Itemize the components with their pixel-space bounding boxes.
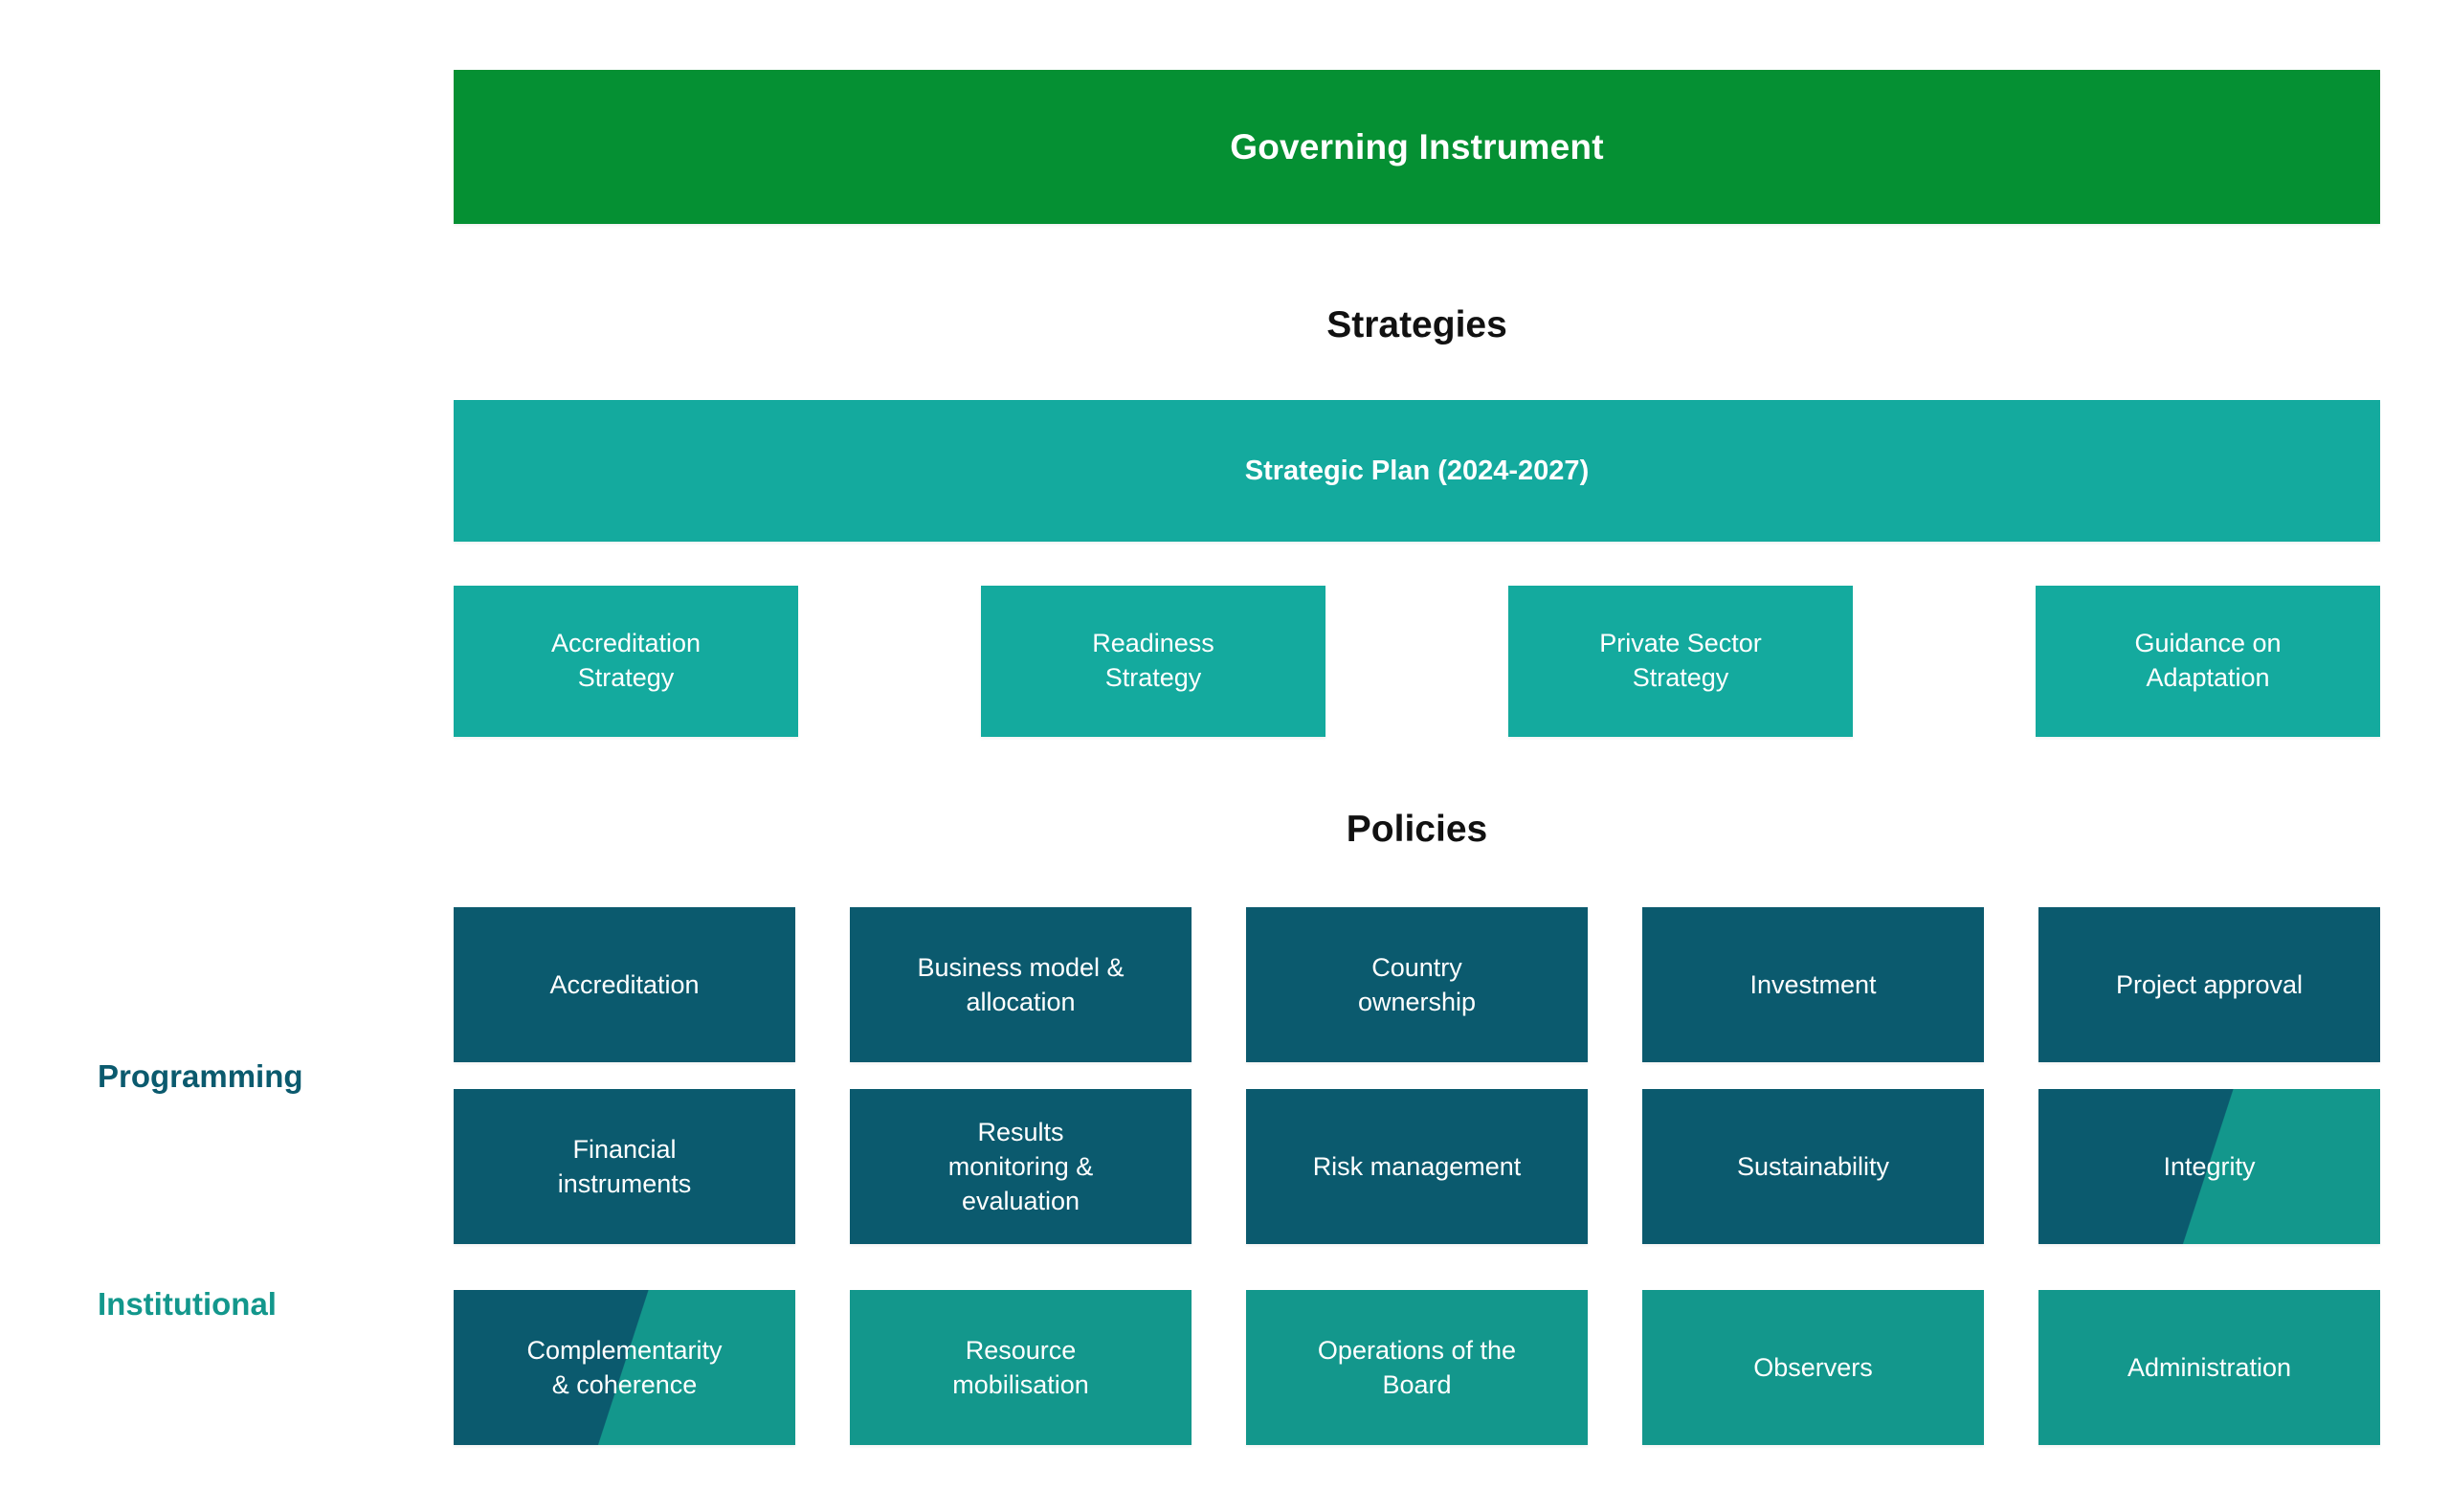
policy-row-programming-1: Accreditation Business model & allocatio…	[454, 907, 2380, 1062]
strategy-box-label: Guidance on Adaptation	[2134, 629, 2282, 692]
policy-box-split: Complementarity & coherence	[454, 1290, 795, 1445]
policy-box-label: Integrity	[2163, 1151, 2256, 1181]
policy-box: Country ownership	[1246, 907, 1588, 1062]
policy-box-label: Financial instruments	[557, 1134, 692, 1198]
policies-section-heading: Policies	[1346, 809, 1488, 850]
policy-box-label: Business model & allocation	[917, 952, 1125, 1016]
policy-box-label: Sustainability	[1736, 1151, 1890, 1181]
policy-box: Sustainability	[1642, 1089, 1984, 1244]
policy-box-split: Integrity	[2038, 1089, 2380, 1244]
strategies-row: Accreditation Strategy Readiness Strateg…	[454, 586, 2380, 737]
governing-instrument-label: Governing Instrument	[1230, 126, 1604, 167]
policy-box: Risk management	[1246, 1089, 1588, 1244]
policy-grid: Accreditation Business model & allocatio…	[454, 907, 2380, 1445]
policy-box-label: Accreditation	[549, 969, 700, 999]
policy-box-label: Results monitoring & evaluation	[947, 1117, 1094, 1216]
policy-box-label: Country ownership	[1357, 952, 1477, 1016]
policy-box: Administration	[2038, 1290, 2380, 1445]
policy-box: Project approval	[2038, 907, 2380, 1062]
strategy-box: Guidance on Adaptation	[2036, 586, 2380, 737]
policy-box: Business model & allocation	[850, 907, 1192, 1062]
policy-box: Observers	[1642, 1290, 1984, 1445]
axis-label-programming: Programming	[98, 1058, 303, 1094]
strategy-box: Readiness Strategy	[981, 586, 1325, 737]
policy-box-label: Observers	[1753, 1352, 1873, 1382]
strategy-box-label: Accreditation Strategy	[550, 629, 702, 692]
policy-box-label: Investment	[1749, 969, 1877, 999]
policy-box: Resource mobilisation	[850, 1290, 1192, 1445]
policy-box: Accreditation	[454, 907, 795, 1062]
strategies-section-heading: Strategies	[1326, 304, 1507, 345]
policy-box-label: Risk management	[1312, 1151, 1522, 1181]
policy-box: Results monitoring & evaluation	[850, 1089, 1192, 1244]
strategy-box-label: Private Sector Strategy	[1599, 629, 1762, 692]
strategic-plan-bar: Strategic Plan (2024-2027)	[454, 400, 2380, 542]
policy-box-label: Administration	[2127, 1352, 2292, 1382]
strategic-plan-label: Strategic Plan (2024-2027)	[1244, 455, 1590, 486]
policy-box-label: Project approval	[2115, 969, 2304, 999]
strategy-box-label: Readiness Strategy	[1092, 629, 1214, 692]
axis-label-institutional: Institutional	[98, 1286, 277, 1322]
policy-row-programming-2: Financial instruments Results monitoring…	[454, 1089, 2380, 1244]
policy-row-institutional: Complementarity & coherence Resource mob…	[454, 1290, 2380, 1445]
policy-box: Financial instruments	[454, 1089, 795, 1244]
policy-box: Operations of the Board	[1246, 1290, 1588, 1445]
policy-box-label: Operations of the Board	[1317, 1335, 1517, 1399]
strategy-box: Accreditation Strategy	[454, 586, 798, 737]
strategy-box: Private Sector Strategy	[1508, 586, 1853, 737]
policy-box-label: Complementarity & coherence	[526, 1335, 723, 1399]
policy-box: Investment	[1642, 907, 1984, 1062]
governing-instrument-banner: Governing Instrument	[454, 70, 2380, 224]
policy-box-label: Resource mobilisation	[952, 1335, 1089, 1399]
